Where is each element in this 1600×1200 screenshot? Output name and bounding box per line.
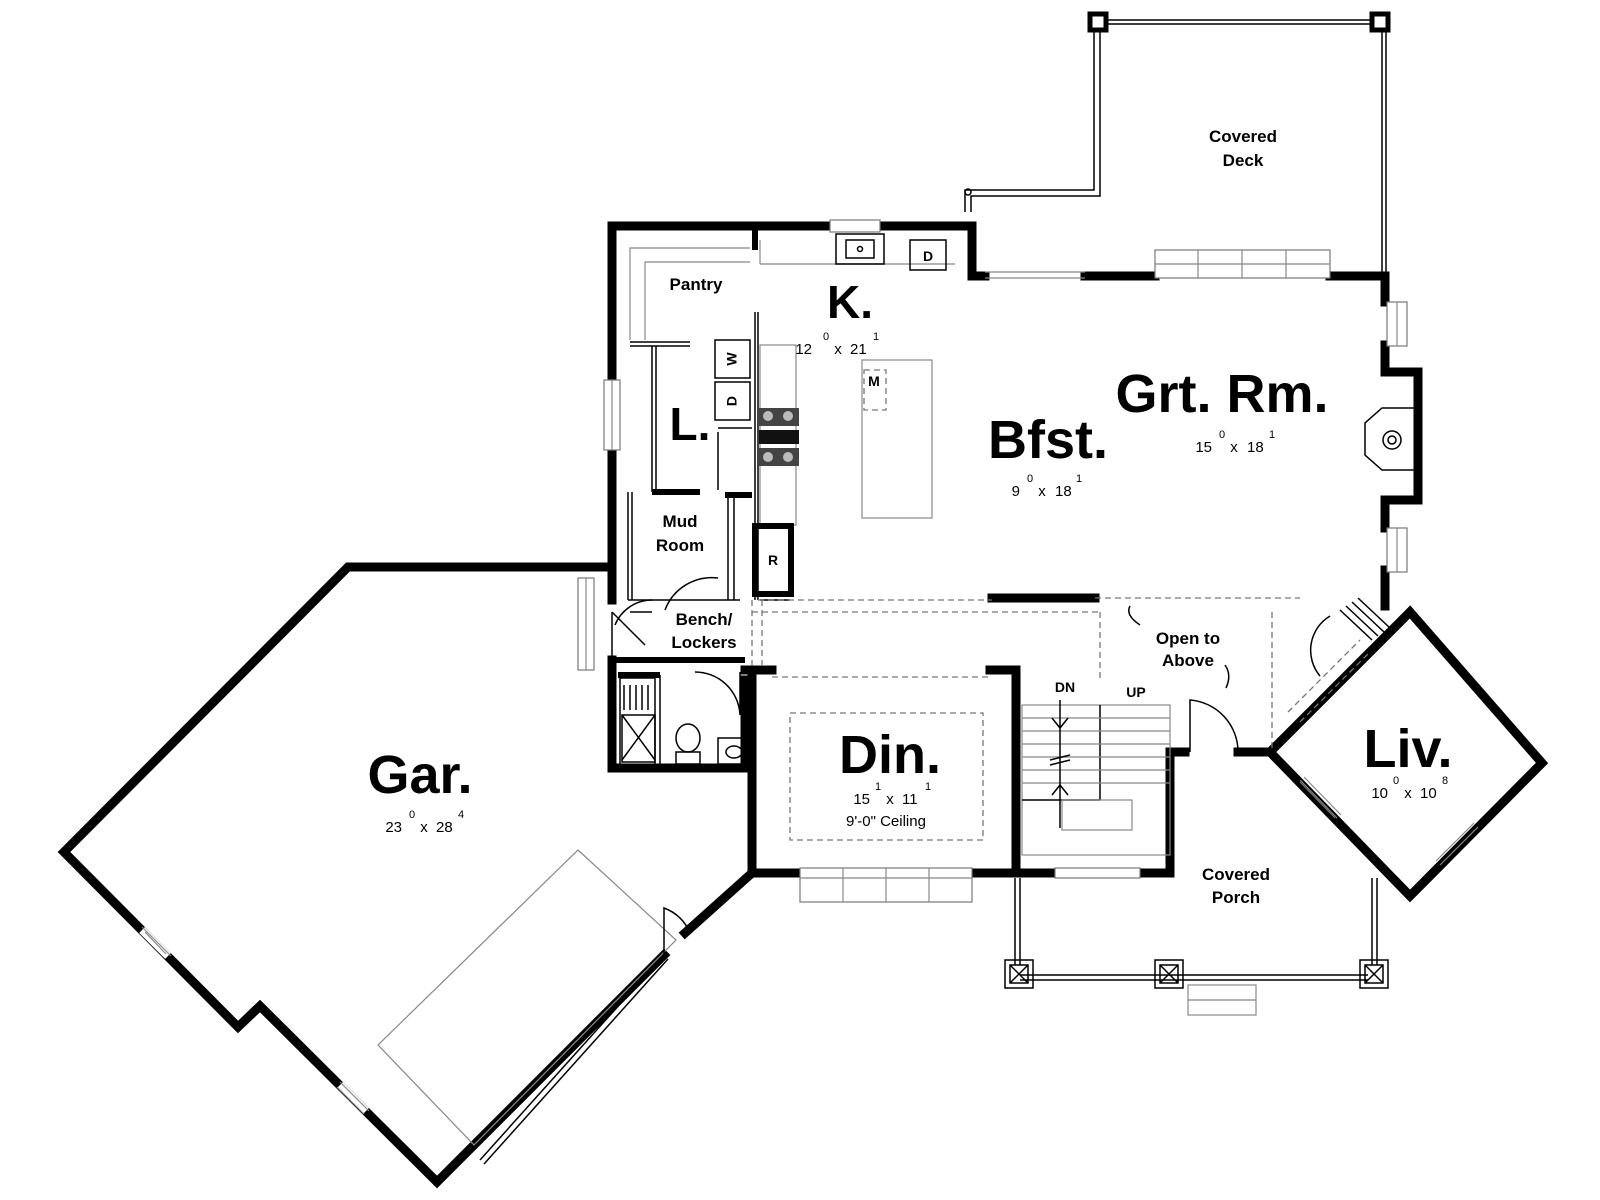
living-label: Liv.	[1363, 719, 1452, 779]
svg-text:x: x	[420, 819, 428, 836]
svg-text:1: 1	[1076, 473, 1082, 485]
pantry-label: Pantry	[670, 275, 723, 294]
svg-text:28: 28	[436, 819, 453, 836]
covered-porch	[1004, 878, 1389, 1016]
covered-deck-label: Covered	[1209, 127, 1277, 146]
dining-dimensions: 15 1 x 11 1	[853, 781, 931, 808]
svg-text:x: x	[834, 341, 842, 358]
bench-lockers-label: Bench/	[676, 610, 733, 629]
svg-text:15: 15	[853, 791, 870, 808]
svg-text:18: 18	[1247, 439, 1264, 456]
svg-text:21: 21	[850, 341, 867, 358]
svg-text:0: 0	[409, 809, 415, 821]
svg-text:1: 1	[1269, 429, 1275, 441]
svg-text:1: 1	[875, 781, 881, 793]
garage-dimensions: 23 0 x 28 4	[385, 809, 464, 836]
svg-text:1: 1	[925, 781, 931, 793]
svg-text:9: 9	[1012, 483, 1020, 500]
mud-room-label-2: Room	[656, 536, 704, 555]
svg-text:x: x	[886, 791, 894, 808]
living-walls	[1263, 597, 1549, 903]
svg-text:0: 0	[823, 331, 829, 343]
svg-text:23: 23	[385, 819, 402, 836]
svg-text:15: 15	[1195, 439, 1212, 456]
kitchen-label: K.	[827, 276, 873, 328]
stairs-up-label: UP	[1126, 684, 1145, 700]
covered-porch-label: Covered	[1202, 865, 1270, 884]
svg-text:0: 0	[1219, 429, 1225, 441]
breakfast-label: Bfst.	[988, 410, 1108, 470]
refrigerator-label: R	[768, 552, 778, 568]
svg-text:18: 18	[1055, 483, 1072, 500]
dining-label: Din.	[839, 725, 941, 785]
labels: Covered Deck Pantry K. 12 0 x 21 1 L. Bf…	[367, 127, 1452, 907]
deck-post	[1087, 11, 1109, 33]
svg-text:10: 10	[1420, 785, 1437, 802]
laundry-label: L.	[670, 398, 711, 450]
svg-text:8: 8	[1442, 775, 1448, 787]
dining-ceiling-note: 9'-0" Ceiling	[846, 813, 926, 830]
svg-text:0: 0	[1393, 775, 1399, 787]
living-dimensions: 10 0 x 10 8	[1371, 775, 1448, 802]
dishwasher-label: D	[923, 248, 933, 264]
svg-text:x: x	[1230, 439, 1238, 456]
great-room-label: Grt. Rm.	[1115, 364, 1328, 424]
covered-deck-label-2: Deck	[1223, 151, 1264, 170]
interior-details	[603, 219, 1419, 903]
covered-deck	[964, 11, 1391, 275]
kitchen-dimensions: 12 0 x 21 1	[795, 331, 879, 358]
svg-text:4: 4	[458, 809, 464, 821]
open-to-above-label: Open to	[1156, 629, 1220, 648]
great-room-dimensions: 15 0 x 18 1	[1195, 429, 1275, 456]
svg-text:0: 0	[1027, 473, 1033, 485]
mud-room-label: Mud	[663, 512, 698, 531]
svg-text:11: 11	[902, 791, 918, 808]
washer-label: W	[724, 352, 740, 366]
covered-porch-label-2: Porch	[1212, 888, 1260, 907]
garage-walls	[57, 562, 759, 1189]
bench-lockers-label-2: Lockers	[671, 633, 736, 652]
svg-text:12: 12	[795, 341, 812, 358]
deck-post	[1369, 11, 1391, 33]
microwave-label: M	[868, 373, 880, 389]
breakfast-dimensions: 9 0 x 18 1	[1012, 473, 1082, 500]
stairs-down-label: DN	[1055, 679, 1075, 695]
svg-text:x: x	[1038, 483, 1046, 500]
svg-text:10: 10	[1371, 785, 1388, 802]
dryer-label: D	[724, 396, 740, 406]
svg-text:1: 1	[873, 331, 879, 343]
svg-text:x: x	[1404, 785, 1412, 802]
garage-label: Gar.	[367, 745, 472, 805]
open-to-above-label-2: Above	[1162, 651, 1214, 670]
